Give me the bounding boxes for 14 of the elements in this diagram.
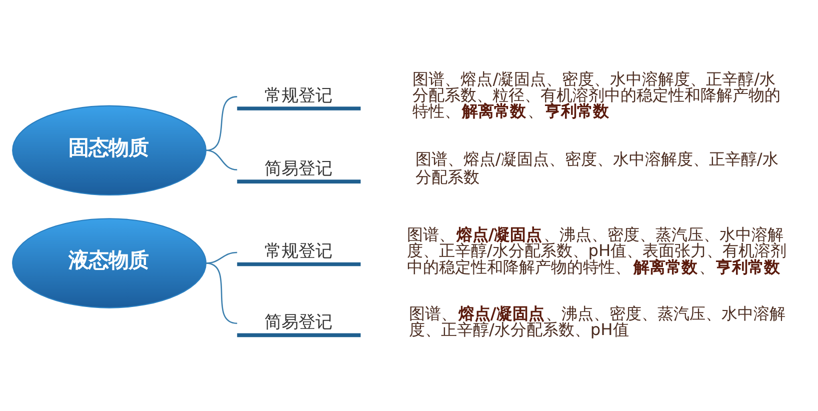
connector — [206, 251, 238, 264]
connector — [206, 96, 238, 151]
node-text: 简易登记 — [264, 158, 333, 178]
node-text: 常规登记 — [264, 85, 333, 106]
node-text: 简易登记 — [264, 312, 333, 332]
node-label: 图谱、熔点/凝固点、密度、水中溶解度、正辛醇/水分配系数、粒径、有机溶剂中的稳定性和降解产物的特性、解离常数、亨利常数 — [412, 68, 781, 120]
connector — [206, 262, 238, 324]
node-text: 常规登记 — [264, 241, 333, 262]
node-ellipse: 固态物质 — [12, 104, 206, 196]
connector — [206, 149, 238, 170]
node-label: 图谱、熔点/凝固点、密度、水中溶解度、正辛醇/水分配系数 — [415, 148, 778, 186]
node-ellipse: 液态物质 — [12, 218, 206, 308]
node-label: 图谱、熔点/凝固点、沸点、密度、蒸汽压、水中溶解度、正辛醇/水分配系数、pH值 — [409, 304, 786, 339]
node-label: 图谱、熔点/凝固点、沸点、密度、蒸汽压、水中溶解度、正辛醇/水分配系数、pH值、表面张力、有机溶剂中的稳定性和降解产物的特性、解离常数、亨利常数 — [406, 224, 787, 276]
